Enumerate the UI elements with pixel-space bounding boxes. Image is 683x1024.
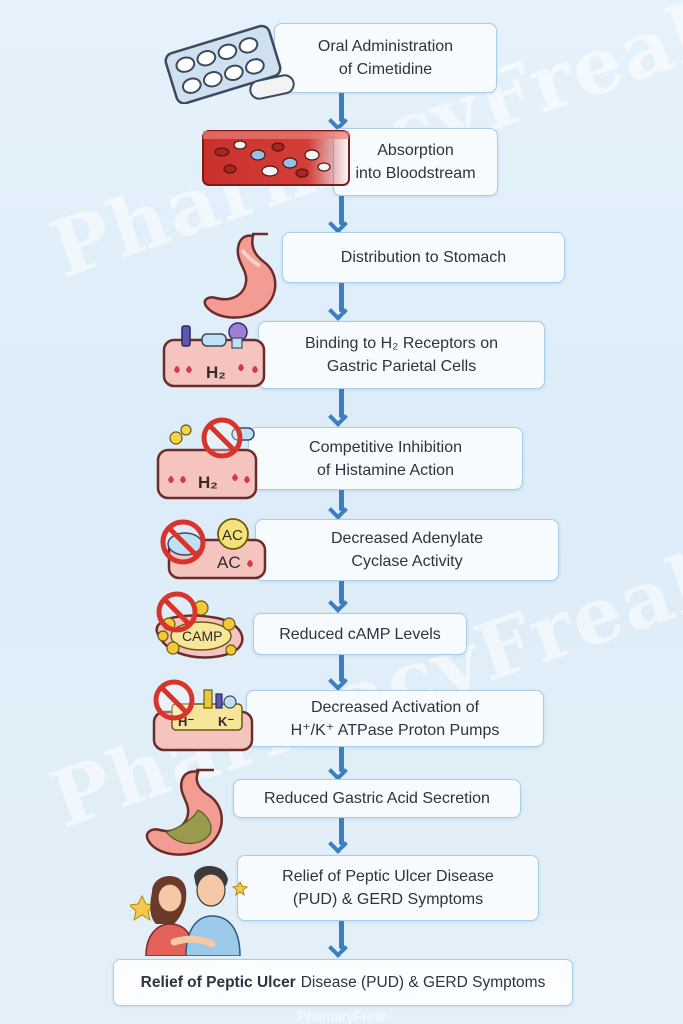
step-text: Oral Administration <box>317 38 454 55</box>
camp-label: CAMP <box>182 628 222 644</box>
camp-icon: CAMP <box>155 591 244 659</box>
proton-pump-icon: H⁻ K⁻ <box>152 679 254 752</box>
final-summary-bold: Relief of Peptic Ulcer <box>140 973 296 991</box>
step-box-gastric-acid: Reduced Gastric Acid Secretion <box>233 779 521 818</box>
step-text: Competitive Inhibition <box>309 438 462 456</box>
step-box-distribution: Distribution to Stomach <box>282 232 565 283</box>
step-text: H⁺/K⁺ ATPase Proton Pumps <box>290 721 500 739</box>
adenylate-cyclase-icon: AC AC <box>160 518 267 580</box>
final-summary-text: Disease (PUD) & GERD Symptoms <box>300 973 546 991</box>
step-text: Reduced cAMP Levels <box>279 625 441 643</box>
step-box-relief: Relief of Peptic Ulcer Disease (PUD) & G… <box>237 855 539 921</box>
step-box-h2-binding: Binding to H₂ Receptors on Gastric Parie… <box>258 321 545 389</box>
step-text: Binding to H₂ Receptors on <box>305 335 498 352</box>
stomach-acid-icon <box>145 768 223 856</box>
step-box-camp: Reduced cAMP Levels <box>253 613 467 655</box>
k-ion-label: K⁻ <box>218 714 234 729</box>
tablet-blister-icon <box>164 24 295 104</box>
h2-label: H₂ <box>206 363 226 382</box>
step-text: Cyclase Activity <box>351 553 463 570</box>
step-box-oral-administration: Oral Administration of Cimetidine <box>274 23 497 93</box>
watermark-text: PhamaryFreal <box>297 1008 386 1024</box>
step-box-absorption: Absorption into Bloodstream <box>333 128 498 196</box>
relieved-couple-icon <box>130 865 249 956</box>
step-box-competitive-inhibition: Competitive Inhibition of Histamine Acti… <box>248 427 523 490</box>
step-text: Gastric Parietal Cells <box>326 358 477 375</box>
step-text: into Bloodstream <box>355 165 476 182</box>
stomach-icon <box>203 232 277 319</box>
step-text: of Histamine Action <box>317 461 454 479</box>
ac-label: AC <box>222 527 243 544</box>
blocked-receptor-icon: H₂ <box>156 417 258 500</box>
h2-label: H₂ <box>198 473 218 492</box>
step-text: Relief of Peptic Ulcer Disease <box>282 868 494 885</box>
step-text: (PUD) & GERD Symptoms <box>292 891 484 908</box>
step-text: Decreased Activation of <box>310 698 480 716</box>
step-box-proton-pump: Decreased Activation of H⁺/K⁺ ATPase Pro… <box>246 690 544 747</box>
step-text: Absorption <box>377 142 454 159</box>
ac-label: AC <box>217 553 241 572</box>
h2-receptor-icon: H₂ <box>162 322 266 388</box>
blood-vessel-icon <box>202 130 350 186</box>
step-text: Decreased Adenylate <box>330 530 484 547</box>
step-text: of Cimetidine <box>338 61 433 78</box>
final-summary-box: Relief of Peptic Ulcer Disease (PUD) & G… <box>113 959 573 1006</box>
step-text: Reduced Gastric Acid Secretion <box>264 790 490 807</box>
step-box-adenylate-cyclase: Decreased Adenylate Cyclase Activity <box>255 519 559 581</box>
step-text: Distribution to Stomach <box>340 249 507 266</box>
